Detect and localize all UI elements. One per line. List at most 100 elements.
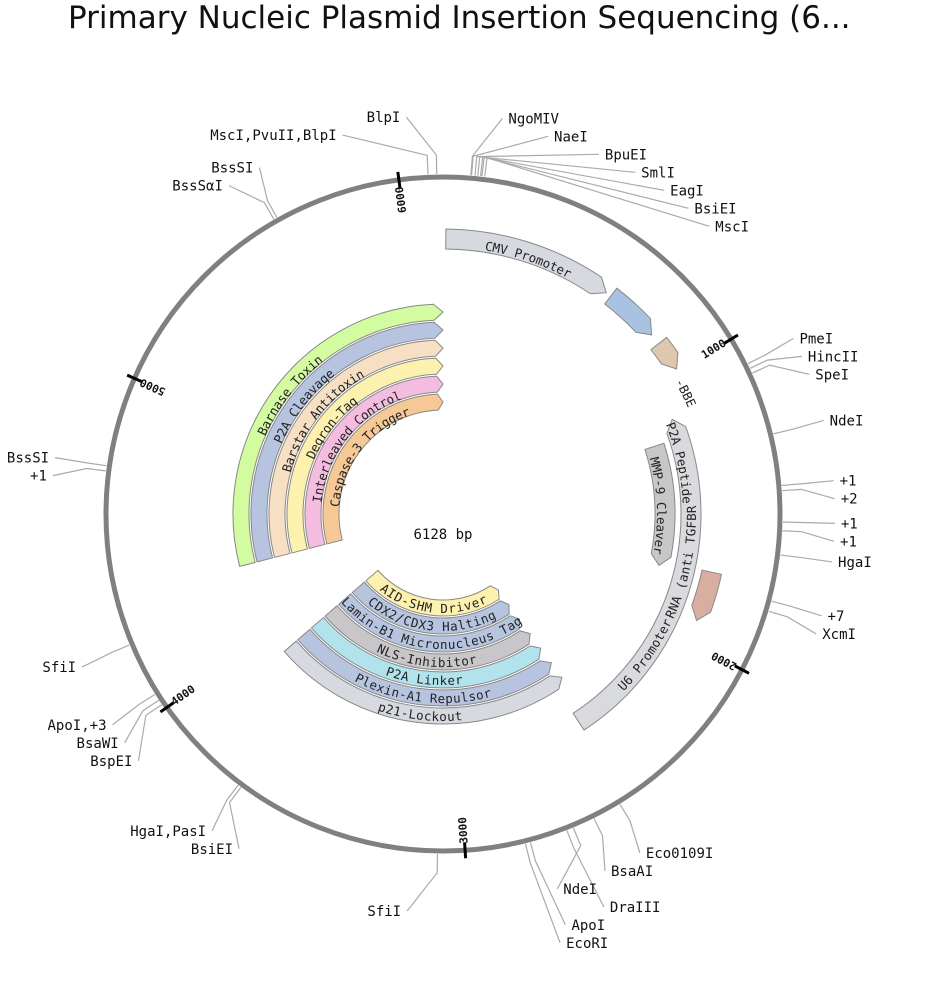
restriction-site-label[interactable]: +7 xyxy=(828,609,845,625)
restriction-site-label[interactable]: SmlI xyxy=(641,165,675,181)
restriction-site-label[interactable]: SpeI xyxy=(815,367,849,383)
plasmid-length-label: 6128 bp xyxy=(413,527,472,543)
site-leader-line xyxy=(773,419,824,435)
tick-label: 6000 xyxy=(393,186,409,214)
feature-barstar-antitoxin[interactable] xyxy=(268,339,444,559)
feature-caspase-3-trigger[interactable] xyxy=(322,393,444,545)
restriction-site-label[interactable]: MscI,PvuII,BlpI xyxy=(210,128,336,144)
restriction-site-label[interactable]: HgaI,PasI xyxy=(130,824,206,840)
site-labels: NgoMIV NaeI BpuEI SmlI EagI BsiEI MscI PmeI Hinc… xyxy=(7,110,872,952)
restriction-site-label[interactable]: HgaI xyxy=(838,555,872,571)
feature-p21-lockout[interactable] xyxy=(283,640,563,725)
site-leader-line xyxy=(228,787,242,849)
restriction-site-label[interactable]: BsiEI xyxy=(191,842,233,858)
restriction-site-label[interactable]: +1 xyxy=(841,516,858,532)
restriction-site-label[interactable]: MscI xyxy=(715,219,749,235)
restriction-site-label[interactable]: BssSαI xyxy=(172,179,223,195)
tick-label: 3000 xyxy=(456,817,471,844)
site-leader-line xyxy=(479,156,665,191)
tick-mark-6000 xyxy=(396,171,402,189)
restriction-site-label[interactable]: ApoI xyxy=(571,918,605,934)
site-leader-line xyxy=(112,694,156,726)
feature-p2a-linker[interactable] xyxy=(310,616,542,689)
tick-label: 4000 xyxy=(169,683,198,709)
site-leader-line xyxy=(529,842,566,926)
feature-barnase-toxin[interactable] xyxy=(232,303,444,568)
site-leader-line xyxy=(771,600,822,617)
site-leader-line xyxy=(566,830,605,908)
site-leader-line xyxy=(782,530,835,542)
site-leader-line xyxy=(781,480,834,487)
feature-unlabeled-2[interactable] xyxy=(650,336,679,370)
site-leader-line xyxy=(470,117,503,176)
tick-mark-1000 xyxy=(723,333,739,345)
restriction-site-label[interactable]: BsaWI xyxy=(77,736,119,752)
restriction-site-label[interactable]: +2 xyxy=(841,492,858,508)
tick-label: 1000 xyxy=(699,337,728,362)
feature-unlabeled-8[interactable] xyxy=(691,569,723,622)
site-leader-line xyxy=(54,457,107,467)
site-leader-line xyxy=(619,803,641,854)
restriction-site-label[interactable]: BsiEI xyxy=(694,201,736,217)
restriction-site-label[interactable]: EagI xyxy=(670,183,704,199)
site-leader-line xyxy=(484,156,710,227)
restriction-site-label[interactable]: XcmI xyxy=(822,627,856,643)
restriction-site-label[interactable]: NgoMIV xyxy=(508,111,559,127)
site-leader-line xyxy=(749,355,802,369)
restriction-site-label[interactable]: NaeI xyxy=(554,129,588,145)
feature-cmv-promoter[interactable] xyxy=(445,228,607,295)
restriction-site-label[interactable]: EcoRI xyxy=(566,936,608,952)
restriction-site-label[interactable]: Eco0109I xyxy=(646,846,713,862)
restriction-site-label[interactable]: BlpI xyxy=(367,110,401,126)
tick-mark-3000 xyxy=(463,842,468,859)
restriction-site-label[interactable]: BspEI xyxy=(90,754,132,770)
restriction-site-label[interactable]: BssSI xyxy=(211,161,253,177)
site-leader-line xyxy=(258,167,278,218)
feature-p2a-cleavage[interactable] xyxy=(250,321,444,563)
restriction-site-label[interactable]: NdeI xyxy=(563,882,597,898)
feature-p2a-peptide[interactable] xyxy=(572,418,702,731)
restriction-site-label[interactable]: DraIII xyxy=(610,900,661,916)
site-leaders xyxy=(52,116,835,944)
feature-plexin-a1-repulsor[interactable] xyxy=(297,628,552,707)
tick-mark-2000 xyxy=(734,664,750,675)
tick-mark-4000 xyxy=(159,701,175,714)
plasmid-backbone xyxy=(103,174,783,854)
feature-label-u6-promoter: U6 Promoter xyxy=(615,616,675,694)
feature-lamin-b1-micronucleus-tag[interactable] xyxy=(337,593,521,653)
site-leader-line xyxy=(124,699,159,744)
feature-mmp-9-cleaver[interactable] xyxy=(644,442,676,567)
feature-interleaved-control[interactable] xyxy=(304,375,444,550)
site-leader-line xyxy=(137,704,162,761)
site-leader-line xyxy=(768,610,817,635)
restriction-site-label[interactable]: BpuEI xyxy=(605,147,647,163)
feature-aid-shm-driver[interactable] xyxy=(365,569,500,617)
site-leader-line xyxy=(752,364,810,375)
feature-degron-tag[interactable] xyxy=(286,357,444,554)
restriction-site-label[interactable]: PmeI xyxy=(799,331,833,347)
feature-unlabeled-1[interactable] xyxy=(603,287,653,336)
feature-tracks: CMV PromotersynNotch-BBE1 (Core)P2A Pept… xyxy=(0,0,723,731)
site-leader-line xyxy=(782,521,835,524)
site-leader-line xyxy=(470,135,549,176)
page-title: Primary Nucleic Plasmid Insertion Sequen… xyxy=(68,0,851,36)
restriction-site-label[interactable]: +1 xyxy=(840,534,857,550)
restriction-site-label[interactable]: BsaAI xyxy=(611,864,653,880)
feature-nls-inhibitor[interactable] xyxy=(324,604,531,671)
restriction-site-label[interactable]: SfiI xyxy=(42,660,76,676)
restriction-site-label[interactable]: NdeI xyxy=(830,413,864,429)
site-leader-line xyxy=(228,185,275,220)
restriction-site-label[interactable]: HincII xyxy=(808,349,859,365)
site-leader-line xyxy=(52,467,106,477)
feature-cdx2-cdx3-halting[interactable] xyxy=(351,581,510,635)
restriction-site-label[interactable]: ApoI,+3 xyxy=(48,718,107,734)
restriction-site-label[interactable]: +1 xyxy=(840,474,857,490)
site-leader-line xyxy=(342,134,429,175)
site-leader-line xyxy=(474,153,599,176)
site-leader-line xyxy=(747,337,794,365)
restriction-site-label[interactable]: +1 xyxy=(30,469,47,485)
restriction-site-label[interactable]: SfiI xyxy=(367,904,401,920)
restriction-site-label[interactable]: BssSI xyxy=(7,451,49,467)
site-leader-line xyxy=(81,644,130,668)
